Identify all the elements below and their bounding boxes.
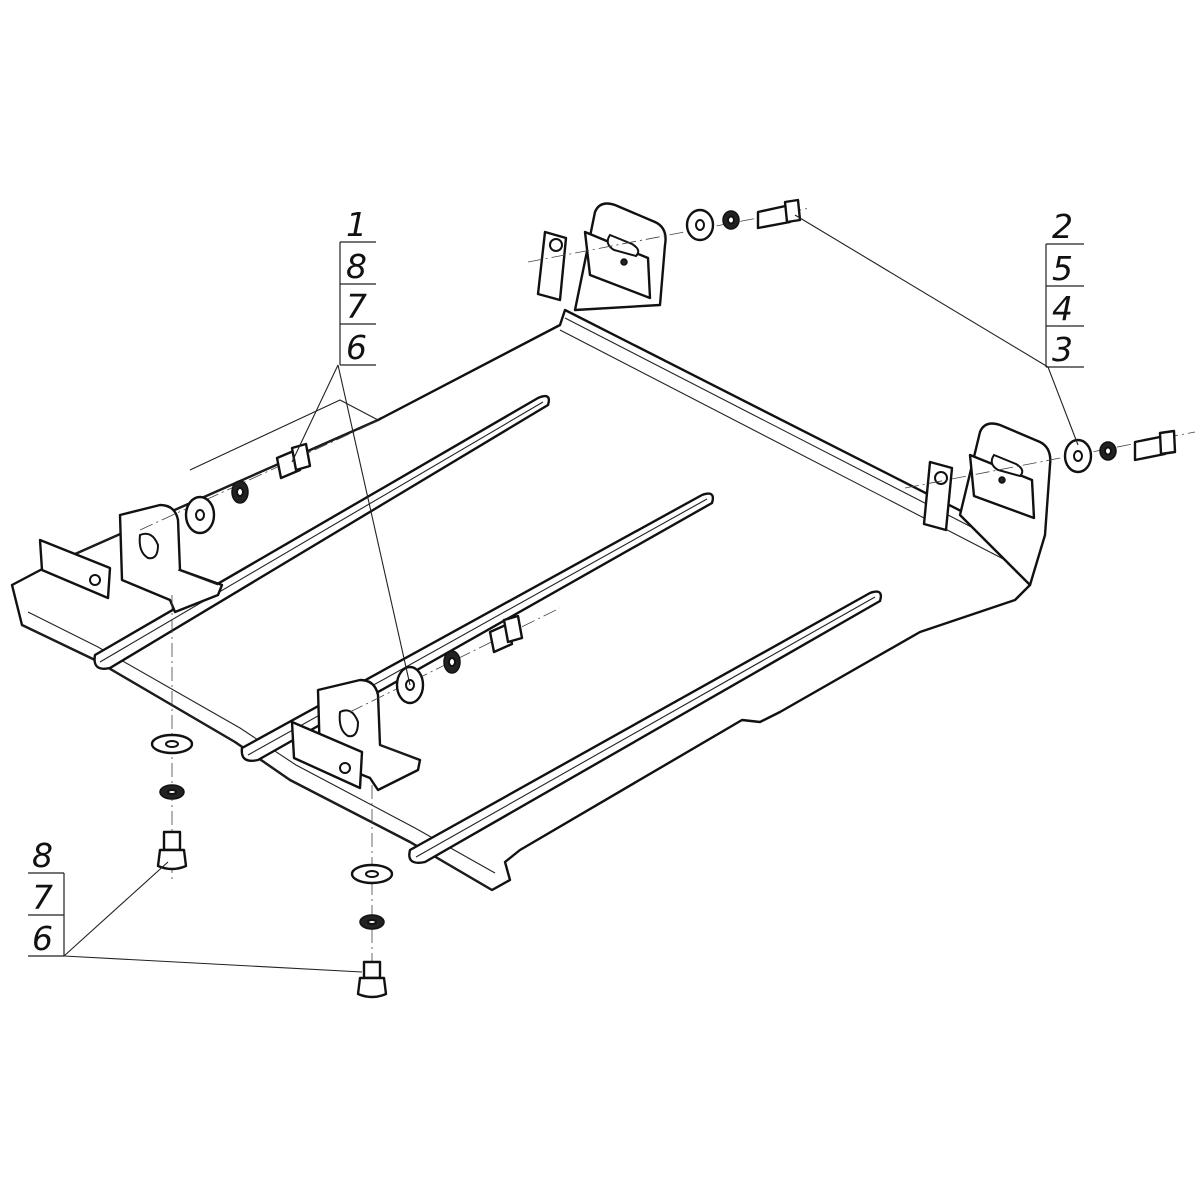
leader-left-top-a: [291, 364, 339, 463]
callout-label: 4: [1052, 289, 1073, 328]
axis-front-left: [139, 419, 381, 531]
fasteners-rear-right: [1063, 429, 1177, 474]
rib-3: [408, 590, 883, 864]
callout-stack-bottom-left: 8 7 6: [28, 836, 65, 958]
left-step: [47, 399, 380, 567]
callout-stack-right-top: 2 5 4 3: [1045, 207, 1084, 369]
bolt-icon: [362, 960, 382, 980]
leader-bottom-left-a: [63, 861, 169, 957]
axis-front-center: [349, 607, 561, 713]
skid-plate: [10, 308, 1032, 892]
leader-right-top-b: [1047, 366, 1079, 446]
leader-left-top-b: [337, 364, 411, 686]
fasteners-rear-left: [685, 198, 802, 242]
callout-label: 7: [32, 878, 53, 917]
callout-label: 8: [32, 836, 53, 875]
fasteners-bottom-left: [150, 733, 194, 871]
callout-label: 3: [1052, 330, 1073, 369]
front-left-bracket: [38, 503, 224, 614]
leader-bottom-left-b: [63, 955, 363, 973]
leader-right-top-a: [794, 214, 1049, 368]
rear-left-mount-ear: [536, 202, 667, 312]
bolt-icon: [162, 830, 182, 852]
callout-label: 6: [346, 328, 367, 367]
callout-label: 6: [32, 919, 53, 958]
front-center-bracket: [290, 678, 422, 792]
fasteners-bottom-center: [350, 863, 394, 999]
callout-label: 5: [1052, 249, 1073, 288]
fasteners-front-left: [184, 442, 312, 535]
callout-label: 1: [346, 205, 367, 244]
callout-label: 8: [346, 247, 367, 286]
callout-label: 7: [346, 287, 367, 326]
callout-stack-left-top: 1 8 7 6: [339, 205, 376, 367]
callout-label: 2: [1052, 207, 1073, 246]
rib-1: [93, 394, 551, 670]
